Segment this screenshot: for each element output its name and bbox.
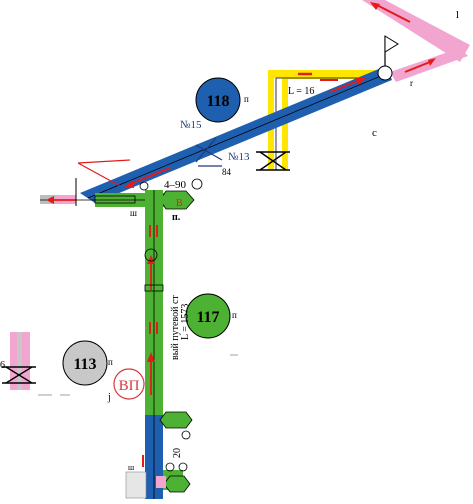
main-diagonal-arrowhead-2 — [356, 78, 366, 85]
vertical-red-arrowhead-2 — [147, 255, 155, 264]
switch-13-label: №13 — [228, 151, 250, 163]
switch-15-symbol — [195, 137, 223, 167]
signal-hexagon-bottom — [159, 411, 193, 429]
station-118-suffix: п — [244, 94, 249, 104]
switch-13-symbol — [256, 151, 290, 171]
letter-l-top: l — [456, 9, 459, 21]
vp-label: ВП — [119, 378, 140, 394]
fragment-84: 84 — [222, 167, 232, 177]
station-117-circle: 117 — [185, 293, 231, 339]
vertical-red-mark-5 — [142, 455, 144, 467]
dimension-marker-right — [191, 178, 203, 190]
number-6-left: 6 — [0, 360, 5, 371]
small-b-label: В — [176, 198, 183, 209]
dimension-20-marker-top — [181, 430, 191, 440]
switch-15-label: №15 — [180, 119, 202, 131]
dimension-20-marker-side — [178, 462, 188, 472]
pink-siding-lower — [390, 48, 468, 82]
station-113-suffix: п — [108, 357, 113, 367]
left-switch-symbol — [2, 366, 36, 384]
dimension-20: 20 — [172, 448, 183, 458]
pink-red-arrow-line — [374, 3, 411, 23]
dimension-4-90: 4–90 — [164, 179, 187, 191]
vertical-red-mark-1 — [149, 225, 151, 237]
vertical-red-mark-3 — [149, 322, 151, 334]
vertical-red-mark-2 — [156, 225, 158, 237]
pink-siding-track — [362, 0, 470, 62]
junction-circle — [377, 65, 393, 81]
left-stub-arrowhead — [46, 196, 54, 204]
green-junction-box — [94, 195, 136, 204]
station-113-circle: 113 — [62, 340, 108, 386]
red-guide-line-top — [77, 159, 131, 164]
small-sh-label: ш — [130, 208, 137, 218]
letter-r-right: r — [410, 78, 413, 88]
flag-pennant — [384, 35, 399, 53]
dimension-20-marker-bottom — [165, 462, 175, 472]
track-circuit-joint — [144, 248, 158, 262]
red-guide-line — [77, 162, 121, 187]
main-diagonal-rail — [87, 72, 389, 199]
main-diagonal-arrowhead — [124, 180, 134, 188]
pink-lower-arrowhead — [428, 58, 436, 66]
letter-c-bottom: с — [372, 127, 377, 139]
station-118-circle: 118 — [195, 77, 241, 123]
vertical-red-mark-4 — [156, 322, 158, 334]
pink-red-arrowhead — [370, 2, 380, 10]
small-p-label: п. — [172, 212, 181, 223]
station-117-suffix: п — [232, 310, 237, 320]
length-top-label: L = 16 — [288, 86, 314, 97]
vp-circle — [113, 368, 145, 400]
main-diagonal-arrow — [129, 167, 171, 185]
vertical-red-arrowhead — [147, 352, 155, 362]
vertical-joint-box — [144, 284, 164, 292]
vertical-track-length: L = 1573 — [180, 304, 191, 340]
vertical-track-name: вый путевой ст — [170, 295, 181, 360]
signal-hexagon-bottom-2 — [163, 475, 191, 493]
fragment-j: j — [107, 392, 111, 403]
yellow-siding-top — [268, 70, 386, 79]
signal-code-bottom: ш — [128, 463, 135, 472]
bottom-pink-box — [156, 476, 166, 488]
bottom-gray-box — [125, 471, 147, 499]
pink-lower-arrow-line — [404, 61, 431, 73]
main-diagonal-arrow-2 — [329, 79, 361, 93]
station-118-number: 118 — [206, 93, 229, 110]
left-pink-bar-inner — [17, 332, 22, 390]
station-117-number: 117 — [196, 309, 219, 326]
station-113-number: 113 — [73, 356, 96, 373]
dimension-marker-left — [139, 181, 149, 191]
